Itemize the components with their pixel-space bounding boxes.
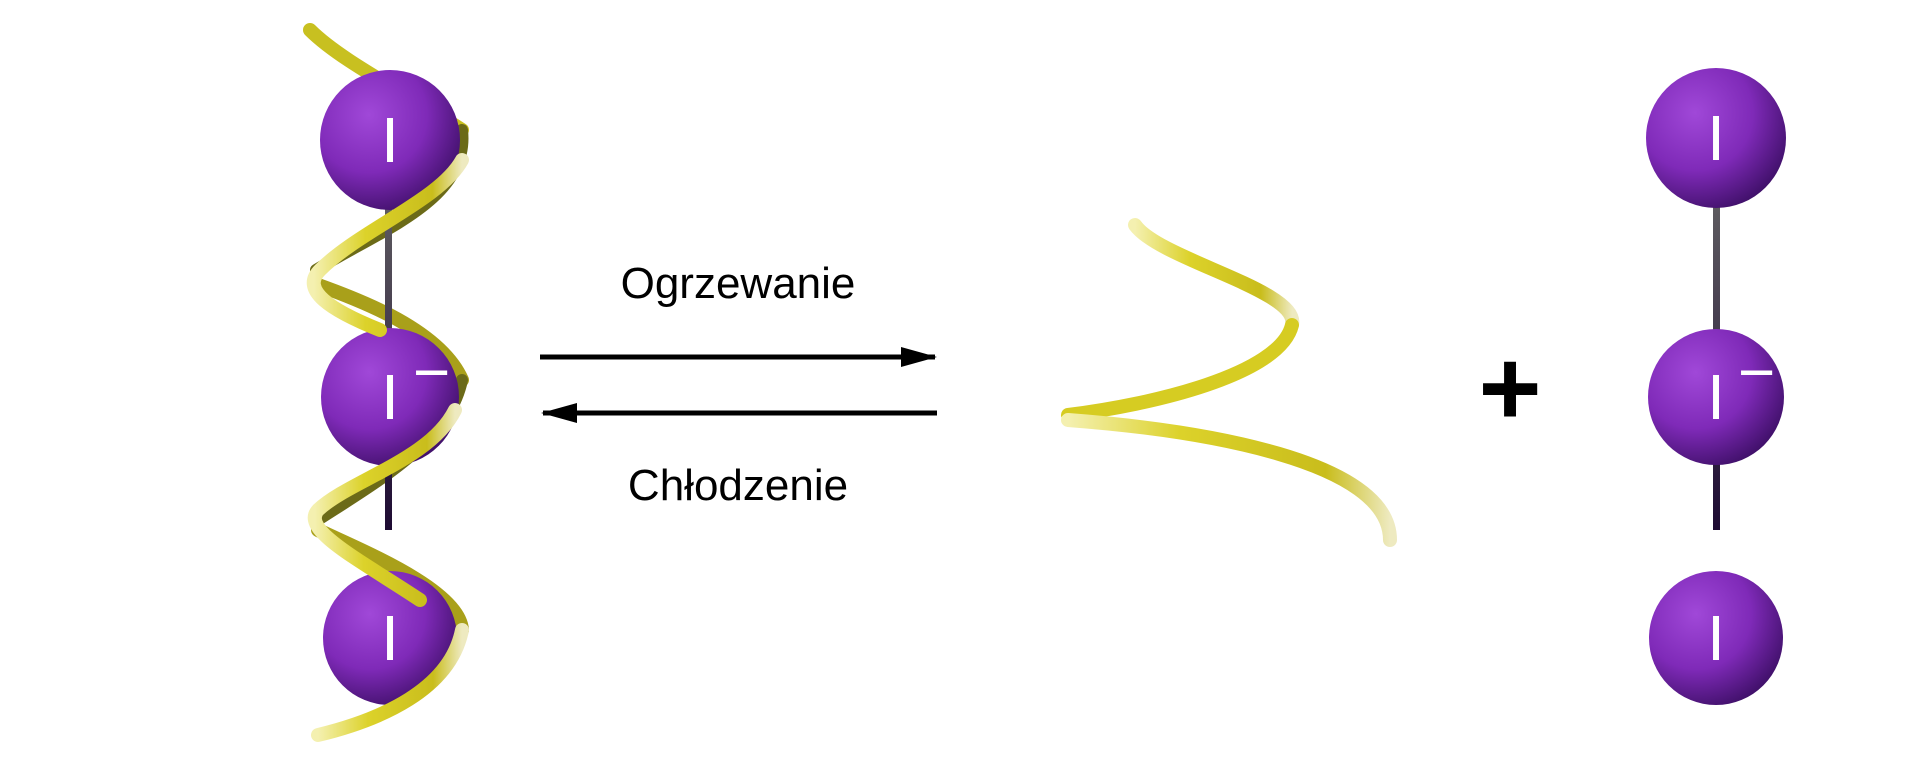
amylose-triiodide-complex: I I − I	[303, 23, 469, 742]
charge-label: −	[413, 336, 450, 408]
atom-top: I	[320, 70, 460, 210]
atom-label: I	[381, 361, 399, 433]
amylose-helix-free	[1061, 218, 1397, 547]
reverse-condition-label: Chłodzenie	[628, 461, 848, 510]
charge-label: −	[1738, 336, 1775, 408]
plus-sign: +	[1478, 327, 1541, 448]
atom-label: I	[1707, 102, 1725, 174]
equilibrium-arrows: Ogrzewanie Chłodzenie	[540, 259, 937, 510]
atom-label: I	[1707, 361, 1725, 433]
atom-label: I	[381, 104, 399, 176]
atom-label: I	[381, 602, 399, 674]
atom-middle-anion: I −	[321, 328, 459, 466]
forward-condition-label: Ogrzewanie	[621, 259, 856, 308]
triiodide-ion: I I − I	[1646, 68, 1786, 705]
atom-top: I	[1646, 68, 1786, 208]
atom-label: I	[1707, 602, 1725, 674]
atom-bottom: I	[1649, 571, 1783, 705]
atom-middle-anion: I −	[1648, 329, 1784, 465]
amylose-helix-front	[306, 153, 469, 742]
